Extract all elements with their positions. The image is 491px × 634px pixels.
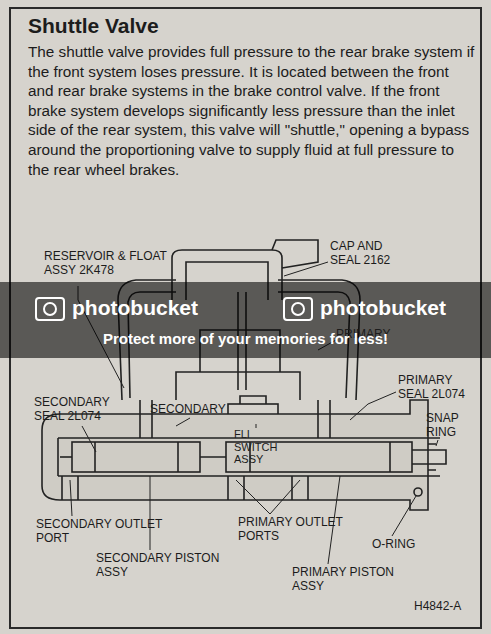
part-label: PRIMARY SEAL 2L074 (398, 374, 474, 402)
part-label: CAP AND SEAL 2162 (330, 240, 394, 268)
heading: Shuttle Valve (28, 14, 159, 39)
part-label: FLI SWITCH ASSY (234, 428, 296, 466)
part-label: PRIMARY OUTLET PORTS (238, 516, 350, 544)
part-label: O-RING (372, 538, 442, 552)
part-label: SECONDARY PISTON ASSY (96, 552, 222, 580)
body-text: The shuttle valve provides full pressure… (28, 42, 476, 179)
watermark: photobucket (320, 296, 460, 320)
part-label: SECONDARY (150, 403, 240, 417)
part-label: SECONDARY OUTLET PORT (36, 518, 166, 546)
part-label: SNAP RING (426, 412, 478, 440)
figure-number: H4842-A (414, 600, 480, 614)
watermark: Protect more of your memories for less! (20, 330, 471, 347)
part-label: RESERVOIR & FLOAT ASSY 2K478 (44, 250, 184, 278)
watermark: photobucket (72, 296, 212, 320)
part-label: SECONDARY SEAL 2L074 (34, 396, 118, 424)
part-label: PRIMARY PISTON ASSY (292, 566, 408, 594)
